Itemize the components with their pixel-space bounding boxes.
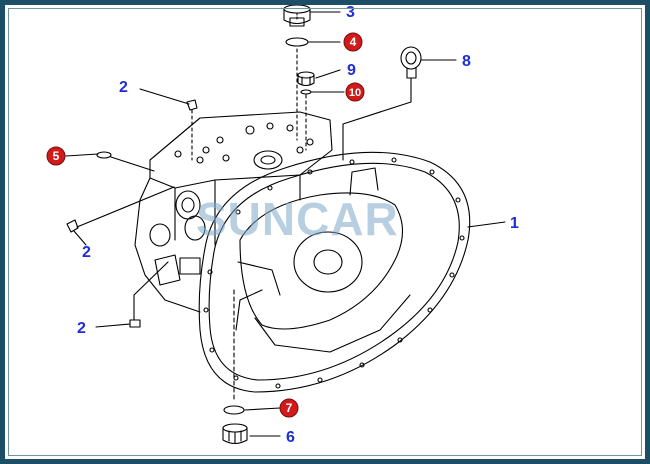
callout-2-top: 2 bbox=[119, 79, 128, 96]
o-ring-part-7 bbox=[223, 405, 245, 415]
callout-badge-5: 5 bbox=[46, 146, 66, 166]
housing-part-1 bbox=[134, 111, 471, 393]
plug-part-6 bbox=[222, 423, 248, 445]
callout-8: 8 bbox=[462, 53, 471, 70]
callout-5: 5 bbox=[53, 149, 60, 163]
o-ring-part-4 bbox=[285, 37, 309, 47]
o-ring-part-10 bbox=[300, 89, 312, 95]
bolt-part-2-bottom bbox=[129, 319, 141, 328]
parts-diagram: SUNCAR 3 9 8 2 2 2 1 6 4 10 5 7 bbox=[46, 5, 519, 446]
o-ring-part-5 bbox=[96, 151, 112, 159]
bolt-part-2-top bbox=[186, 99, 198, 111]
callout-7: 7 bbox=[286, 401, 293, 415]
bolt-part-2-left bbox=[66, 219, 79, 233]
callout-1: 1 bbox=[510, 215, 519, 232]
plug-part-3 bbox=[283, 5, 311, 27]
callout-3: 3 bbox=[346, 5, 355, 21]
callout-2-bottom: 2 bbox=[77, 320, 86, 337]
callout-2-left: 2 bbox=[82, 244, 91, 261]
eyebolt-part-8 bbox=[400, 46, 422, 99]
callout-10: 10 bbox=[349, 87, 361, 99]
plug-part-9 bbox=[297, 71, 315, 87]
callout-badge-4: 4 bbox=[343, 32, 363, 52]
watermark: SUNCAR bbox=[196, 193, 399, 245]
callout-badge-7: 7 bbox=[279, 398, 299, 418]
leader-lines bbox=[65, 11, 506, 437]
callout-6: 6 bbox=[286, 429, 295, 446]
callout-4: 4 bbox=[350, 35, 357, 49]
callout-badge-10: 10 bbox=[345, 82, 365, 102]
callout-9: 9 bbox=[347, 62, 356, 79]
